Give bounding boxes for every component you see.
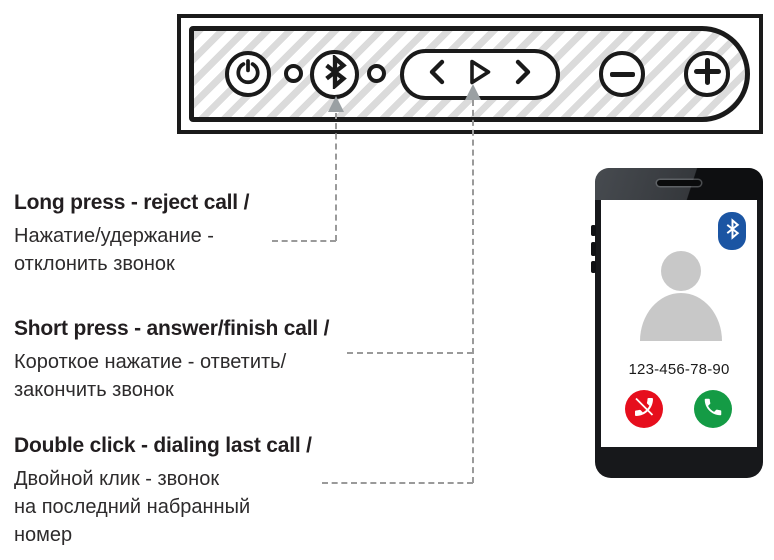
bluetooth-button [310,50,359,99]
instruction-title: Double click - dialing last call / [14,434,312,457]
connector-play-vertical [472,100,474,483]
phone-side-button [591,225,596,236]
instruction-long-press: Long press - reject call / Нажатие/удерж… [14,190,249,278]
avatar-shoulders [640,293,722,341]
connector-doubleclick-horizontal [322,482,473,484]
answer-call-icon [702,396,724,423]
bluetooth-badge-icon [725,217,740,246]
volume-up-button [684,51,730,97]
play-arrowhead [465,84,481,100]
avatar-head [661,251,701,291]
bluetooth-badge [718,212,746,250]
instruction-double-click: Double click - dialing last call / Двойн… [14,433,312,549]
bluetooth-icon [323,53,347,94]
power-button [225,51,271,97]
phone-screen: 123-456-78-90 [601,200,757,447]
play-icon [468,58,492,91]
instruction-title: Short press - answer/finish call / [14,317,330,340]
phone-number: 123-456-78-90 [628,361,730,378]
decline-call-icon [632,395,656,424]
instruction-line: Двойной клик - звонок [14,468,220,490]
plus-icon [693,58,721,90]
bluetooth-arrowhead [328,96,344,112]
minus-icon [609,71,635,77]
led-indicator-1 [284,64,303,83]
connector-shortpress-horizontal [347,352,473,354]
instruction-line: номер [14,524,73,546]
decline-call-button [625,390,663,428]
instruction-line: отклонить звонок [14,253,175,275]
power-icon [234,58,262,91]
phone-side-button [591,242,596,256]
led-indicator-2 [367,64,386,83]
instruction-short-press: Short press - answer/finish call / Корот… [14,316,329,404]
previous-track-icon [429,59,445,90]
phone-illustration: 123-456-78-90 [591,168,763,478]
instruction-line: Короткое нажатие - ответить/ [14,351,287,373]
phone-top-bezel [595,168,763,200]
instruction-line: на последний набранный [14,496,251,518]
answer-call-button [694,390,732,428]
volume-down-button [599,51,645,97]
connector-bluetooth-vertical [335,113,337,241]
instruction-line: Нажатие/удержание - [14,225,214,247]
instruction-line: закончить звонок [14,379,174,401]
next-track-icon [515,59,531,90]
instruction-title: Long press - reject call / [14,191,250,214]
speaker-grille [657,180,701,186]
connector-bluetooth-horizontal [272,240,336,242]
phone-side-button [591,261,596,273]
